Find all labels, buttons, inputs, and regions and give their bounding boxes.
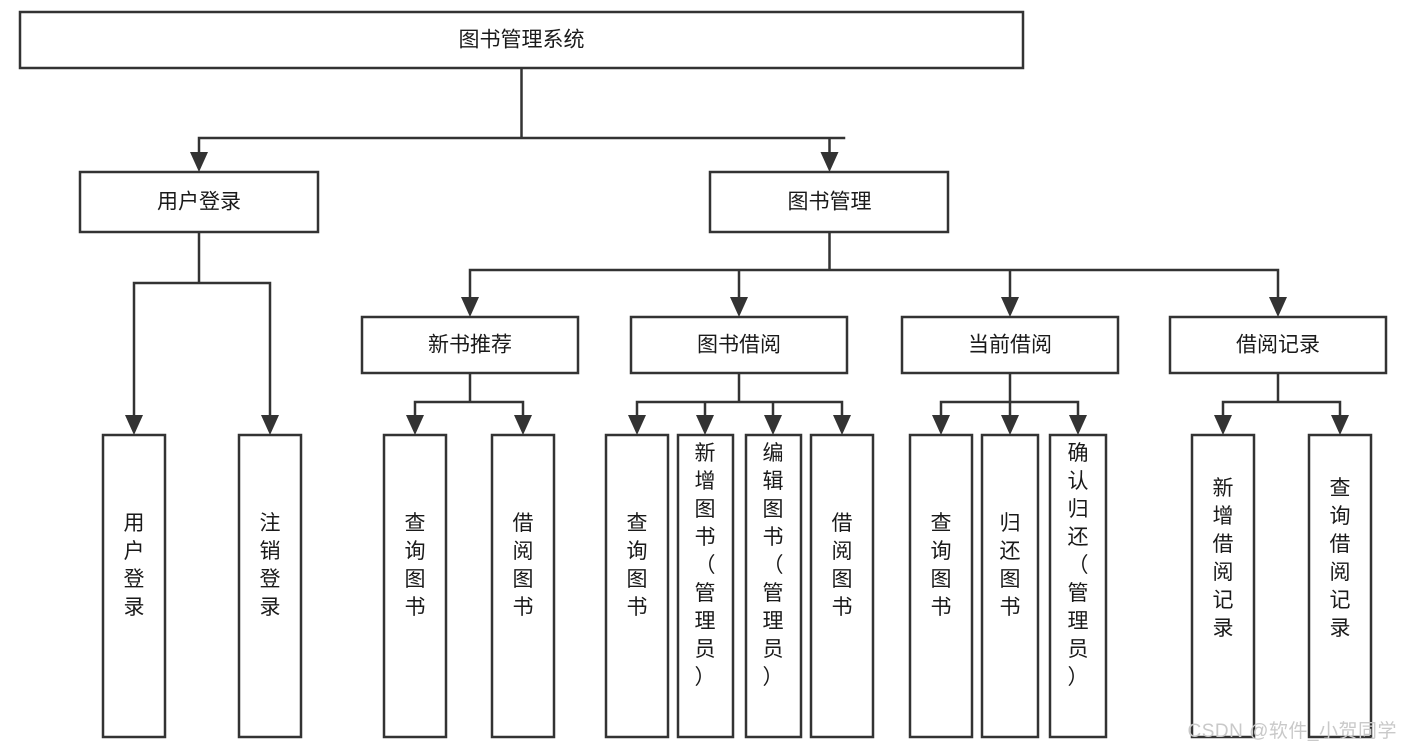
node-root[interactable]: 图书管理系统 [18, 10, 1025, 70]
arrowhead-leaf-borrow-book-2 [833, 415, 851, 435]
node-leaf-borrow-book-2-box[interactable] [809, 433, 875, 739]
node-leaf-confirm-return-label: 确认归还（管理员） [1068, 442, 1089, 689]
node-leaf-query-record-label: 查询借阅记录 [1330, 477, 1351, 640]
node-leaf-confirm-return[interactable]: 确认归还（管理员） [1048, 433, 1108, 739]
arrowhead-leaf-add-record [1214, 415, 1232, 435]
node-root-label: 图书管理系统 [459, 29, 585, 52]
connector-book-borrow-bus [635, 371, 844, 423]
arrowhead-leaf-add-book [696, 415, 714, 435]
arrowhead-leaf-user-login [125, 415, 143, 435]
node-user-login-box[interactable] [78, 170, 320, 234]
node-leaf-add-book-box[interactable] [676, 433, 735, 739]
node-new-book-recommend-box[interactable] [360, 315, 580, 375]
arrowhead-user-login [190, 152, 208, 172]
node-leaf-return-book[interactable]: 归还图书 [980, 433, 1040, 739]
arrowhead-leaf-query-book-1 [406, 415, 424, 435]
node-book-borrow-box[interactable] [629, 315, 849, 375]
node-current-borrow[interactable]: 当前借阅 [900, 315, 1120, 375]
node-leaf-query-book-2-label: 查询图书 [627, 512, 648, 619]
node-leaf-query-record-box[interactable] [1307, 433, 1373, 739]
node-leaf-query-record[interactable]: 查询借阅记录 [1307, 433, 1373, 739]
node-leaf-user-login[interactable]: 用户登录 [101, 433, 167, 739]
node-leaf-user-login-label: 用户登录 [124, 512, 145, 619]
node-new-book-recommend-label: 新书推荐 [428, 334, 512, 357]
arrowhead-book-manage [820, 152, 839, 172]
node-leaf-add-record-label: 新增借阅记录 [1213, 477, 1234, 640]
node-book-manage-box[interactable] [708, 170, 950, 234]
node-book-manage-label: 图书管理 [788, 191, 872, 214]
arrowhead-leaf-confirm-return [1069, 415, 1087, 435]
node-borrow-record-box[interactable] [1168, 315, 1388, 375]
connector-book-manage-bus [468, 230, 1280, 305]
node-leaf-user-login-box[interactable] [101, 433, 167, 739]
node-user-login[interactable]: 用户登录 [78, 170, 320, 234]
node-leaf-edit-book[interactable]: 编辑图书（管理员） [744, 433, 803, 739]
node-leaf-borrow-book-2[interactable]: 借阅图书 [809, 433, 875, 739]
connector-new-book-recommend-bus [413, 371, 525, 423]
arrowhead-book-borrow [730, 297, 748, 317]
node-leaf-borrow-book-1[interactable]: 借阅图书 [490, 433, 556, 739]
arrowhead-leaf-borrow-book-1 [514, 415, 532, 435]
node-leaf-query-book-1-box[interactable] [382, 433, 448, 739]
node-leaf-add-book[interactable]: 新增图书（管理员） [676, 433, 735, 739]
connector-layer [125, 66, 1349, 435]
node-borrow-record-label: 借阅记录 [1236, 334, 1320, 357]
node-leaf-query-book-3-label: 查询图书 [931, 512, 952, 619]
leaf-layer: 用户登录 注销登录 查询图书 借阅图书 查询图书 新增图书（管理员） [101, 433, 1373, 739]
node-leaf-query-book-2[interactable]: 查询图书 [604, 433, 670, 739]
node-leaf-add-record-box[interactable] [1190, 433, 1256, 739]
arrowhead-leaf-logout [261, 415, 279, 435]
arrowhead-leaf-edit-book [764, 415, 782, 435]
node-leaf-edit-book-label: 编辑图书（管理员） [763, 442, 784, 689]
node-leaf-query-book-1[interactable]: 查询图书 [382, 433, 448, 739]
connector-current-borrow-bus [939, 371, 1080, 423]
node-leaf-query-book-1-label: 查询图书 [405, 512, 426, 619]
node-borrow-record[interactable]: 借阅记录 [1168, 315, 1388, 375]
node-current-borrow-label: 当前借阅 [968, 334, 1052, 357]
node-root-box[interactable] [18, 10, 1025, 70]
arrowhead-leaf-return-book [1001, 415, 1019, 435]
node-leaf-query-book-3[interactable]: 查询图书 [908, 433, 974, 739]
node-new-book-recommend[interactable]: 新书推荐 [360, 315, 580, 375]
arrowhead-new-book-recommend [461, 297, 479, 317]
node-leaf-logout[interactable]: 注销登录 [237, 433, 303, 739]
node-leaf-borrow-book-1-label: 借阅图书 [513, 512, 534, 619]
node-leaf-add-record[interactable]: 新增借阅记录 [1190, 433, 1256, 739]
connector-borrow-record-bus [1221, 371, 1342, 423]
arrowhead-current-borrow [1001, 297, 1019, 317]
connector-root-bus [197, 66, 846, 160]
node-leaf-borrow-book-1-box[interactable] [490, 433, 556, 739]
arrowhead-leaf-query-record [1331, 415, 1349, 435]
node-leaf-borrow-book-2-label: 借阅图书 [832, 512, 853, 619]
node-leaf-logout-label: 注销登录 [260, 512, 281, 619]
arrowhead-leaf-query-book-2 [628, 415, 646, 435]
node-leaf-logout-box[interactable] [237, 433, 303, 739]
node-leaf-return-book-box[interactable] [980, 433, 1040, 739]
node-leaf-query-book-2-box[interactable] [604, 433, 670, 739]
node-leaf-return-book-label: 归还图书 [1000, 512, 1021, 619]
node-book-borrow-label: 图书借阅 [697, 334, 781, 357]
node-leaf-add-book-label: 新增图书（管理员） [695, 442, 716, 689]
node-current-borrow-box[interactable] [900, 315, 1120, 375]
node-leaf-query-book-3-box[interactable] [908, 433, 974, 739]
connector-user-login-bus [132, 230, 272, 423]
arrowhead-leaf-query-book-3 [932, 415, 950, 435]
node-leaf-confirm-return-box[interactable] [1048, 433, 1108, 739]
node-leaf-edit-book-box[interactable] [744, 433, 803, 739]
node-user-login-label: 用户登录 [157, 191, 241, 214]
node-book-manage[interactable]: 图书管理 [708, 170, 950, 234]
arrowhead-borrow-record [1269, 297, 1287, 317]
node-book-borrow[interactable]: 图书借阅 [629, 315, 849, 375]
